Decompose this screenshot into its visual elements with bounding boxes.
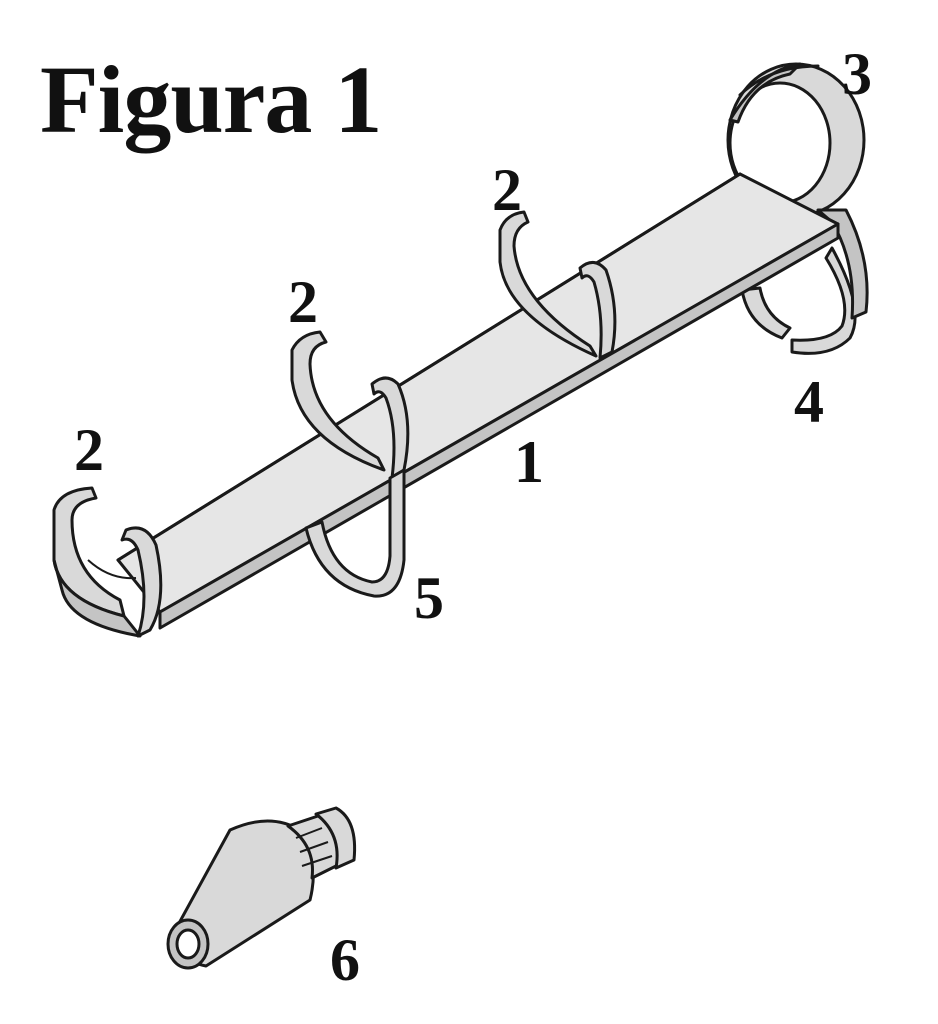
callout-clip-mid-left: 2 [288,269,318,335]
callout-lower-hook: 5 [414,565,444,631]
callout-clip-left: 2 [74,417,104,483]
clip-mid-right-part [498,210,617,360]
main-rail-part [116,172,840,630]
figure-title: Figura 1 [40,46,382,153]
callout-main-rail: 1 [514,429,544,495]
open-hook-part [740,208,869,355]
nozzle-part [166,806,357,970]
callout-nozzle: 6 [330,927,360,993]
clip-left-part [52,486,163,638]
top-ring-part [726,62,866,218]
callout-clip-mid-right: 2 [492,157,522,223]
lower-hook-part [304,468,406,598]
callout-open-hook: 4 [794,369,824,435]
callout-top-ring: 3 [842,41,872,107]
